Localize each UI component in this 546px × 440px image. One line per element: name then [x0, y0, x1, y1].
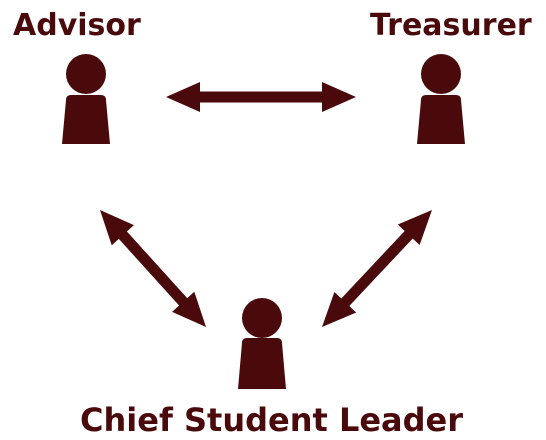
treasurer-label: Treasurer: [370, 8, 532, 43]
advisor-leader-arrow: [100, 210, 206, 327]
treasurer-person-icon: [417, 54, 465, 144]
advisor-treasurer-arrow: [166, 82, 356, 112]
advisor-person-icon: [62, 54, 110, 144]
chief-student-leader-label: Chief Student Leader: [80, 401, 464, 439]
chief-student-leader-person-icon: [238, 298, 286, 389]
advisor-label: Advisor: [13, 8, 141, 43]
treasurer-leader-arrow: [322, 210, 432, 327]
